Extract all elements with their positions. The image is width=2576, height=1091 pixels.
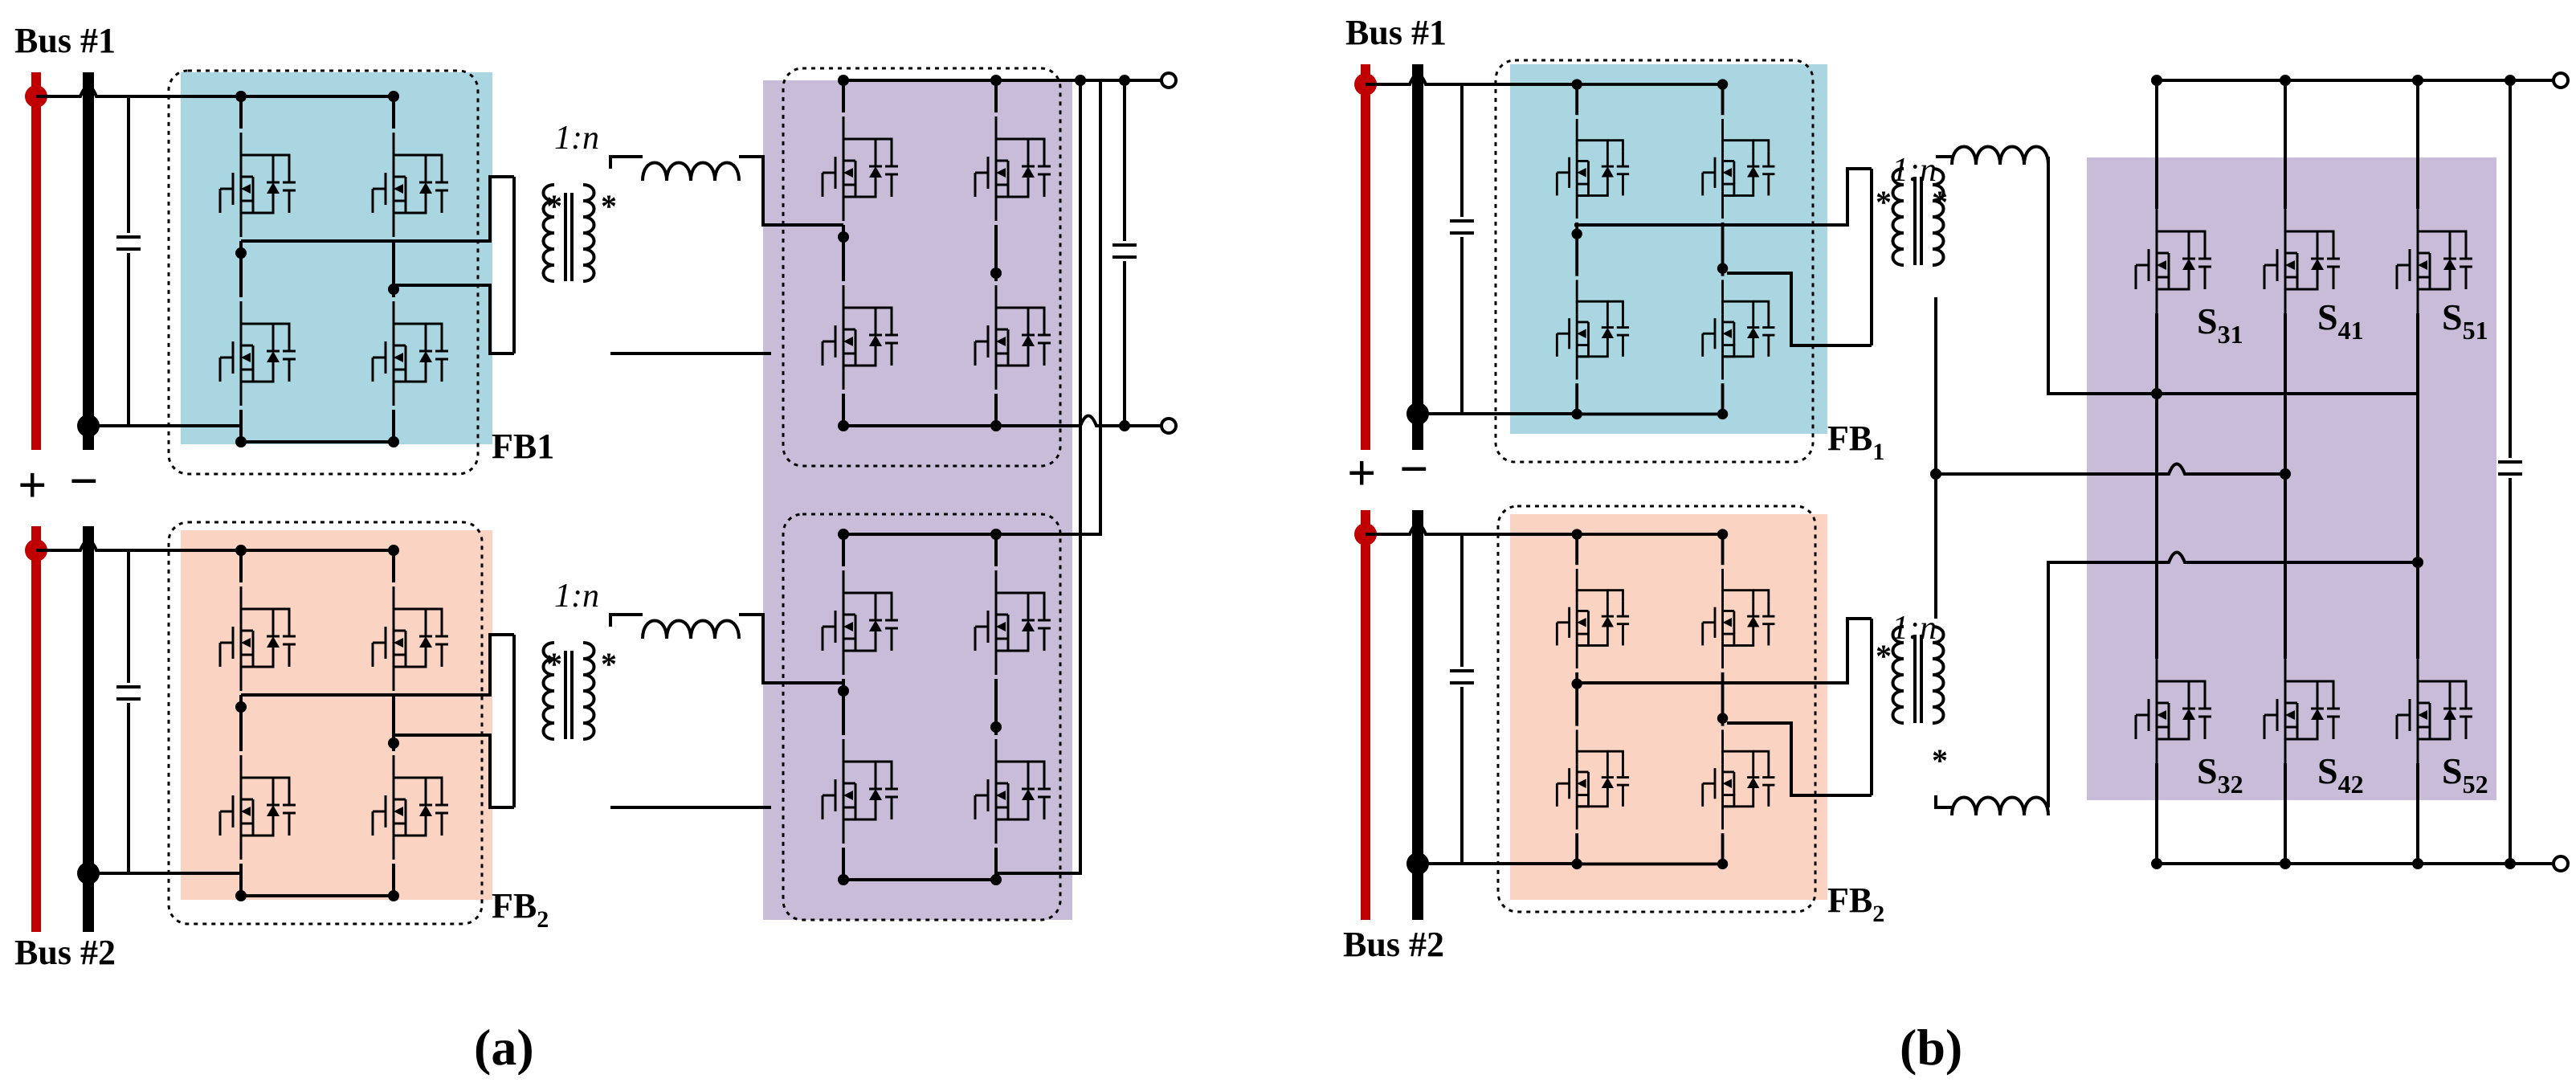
fb1-shade <box>1510 64 1827 434</box>
plus-sign: + <box>1347 444 1376 501</box>
dot-mark: * <box>1876 184 1892 220</box>
switch-label-s32: S32 <box>2197 750 2243 799</box>
inductor-2-icon <box>641 619 741 640</box>
switch-label-s52: S52 <box>2442 750 2488 799</box>
terminal-icon <box>1160 72 1178 89</box>
bus2-label: Bus #2 <box>14 933 116 972</box>
plus-sign: + <box>18 456 47 513</box>
switch-label-s31: S31 <box>2197 300 2243 349</box>
switch-label-s42: S42 <box>2317 750 2364 799</box>
ratio-2-label: 1:n <box>554 578 599 615</box>
switch-label-s51: S51 <box>2442 296 2488 345</box>
fb2-label: FB2 <box>492 886 549 933</box>
dot-mark: * <box>546 188 562 224</box>
bus1-label: Bus #1 <box>1345 13 1447 52</box>
caption-b: (b) <box>1900 1019 1962 1076</box>
panel-b: Bus #1 Bus #2 + − FB1 FB2 <box>1343 13 2570 1076</box>
inductor-2-icon <box>1950 795 2050 817</box>
switch-label-s41: S41 <box>2317 296 2364 345</box>
inductor-1-icon <box>1950 145 2050 166</box>
panel-a: Bus #1 Bus #2 + − FB1 FB2 <box>14 21 1178 1076</box>
minus-sign: − <box>1399 440 1428 497</box>
fb2-boundary <box>167 521 484 926</box>
bus2-label: Bus #2 <box>1343 925 1444 964</box>
inductor-1-icon <box>641 161 741 182</box>
caption-a: (a) <box>474 1019 534 1076</box>
fb2-shade <box>1510 514 1827 900</box>
fb1-boundary <box>1494 59 1815 464</box>
output-bridge-top-boundary <box>782 67 1062 468</box>
terminal-icon <box>2552 855 2570 872</box>
fb2-shade <box>181 530 492 900</box>
dot-mark: * <box>1876 638 1892 674</box>
ratio-1-label: 1:n <box>1892 152 1937 189</box>
terminal-icon <box>2552 72 2570 89</box>
dot-mark: * <box>1932 742 1948 778</box>
dot-mark: * <box>601 646 617 682</box>
bus1-label: Bus #1 <box>14 21 116 60</box>
fb1-label: FB1 <box>1827 419 1884 465</box>
ratio-1-label: 1:n <box>554 120 599 157</box>
output-bridge-shade <box>763 80 1072 920</box>
fb1-label: FB1 <box>492 427 554 466</box>
output-bridge-bottom-boundary <box>782 513 1062 921</box>
ratio-2-label: 1:n <box>1892 610 1937 647</box>
minus-sign: − <box>69 452 98 509</box>
terminal-icon <box>1160 417 1178 435</box>
dot-mark: * <box>546 646 562 682</box>
fb2-label: FB2 <box>1827 881 1884 927</box>
fb1-boundary <box>167 69 480 476</box>
fb1-shade <box>181 72 492 444</box>
dot-mark: * <box>1932 184 1948 220</box>
dot-mark: * <box>601 188 617 224</box>
